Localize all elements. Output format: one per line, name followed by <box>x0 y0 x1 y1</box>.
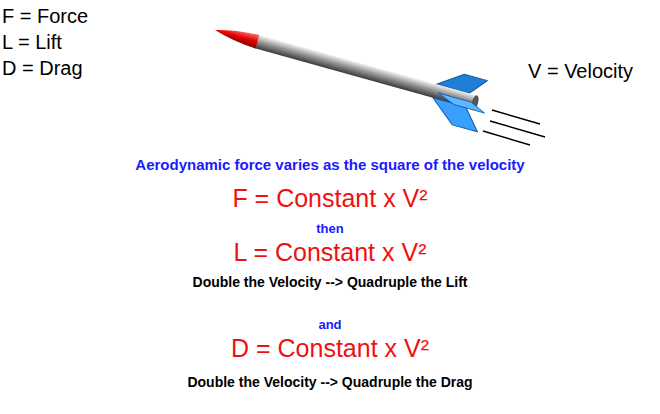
connective-word: then <box>316 222 343 237</box>
equation: L = Constant x V² <box>234 238 427 267</box>
equation: F = Constant x V² <box>232 184 427 213</box>
equation: D = Constant x V² <box>231 334 429 363</box>
heading-text: Aerodynamic force varies as the square o… <box>135 156 524 173</box>
legend-definition: D = Drag <box>2 57 83 80</box>
note-text: Double the Velocity --> Quadruple the Dr… <box>187 374 472 390</box>
velocity-label: V = Velocity <box>528 60 633 83</box>
legend-definition: F = Force <box>2 5 88 28</box>
connective-word: and <box>318 318 341 333</box>
legend-definition: L = Lift <box>2 31 62 54</box>
note-text: Double the Velocity --> Quadruple the Li… <box>193 274 468 290</box>
